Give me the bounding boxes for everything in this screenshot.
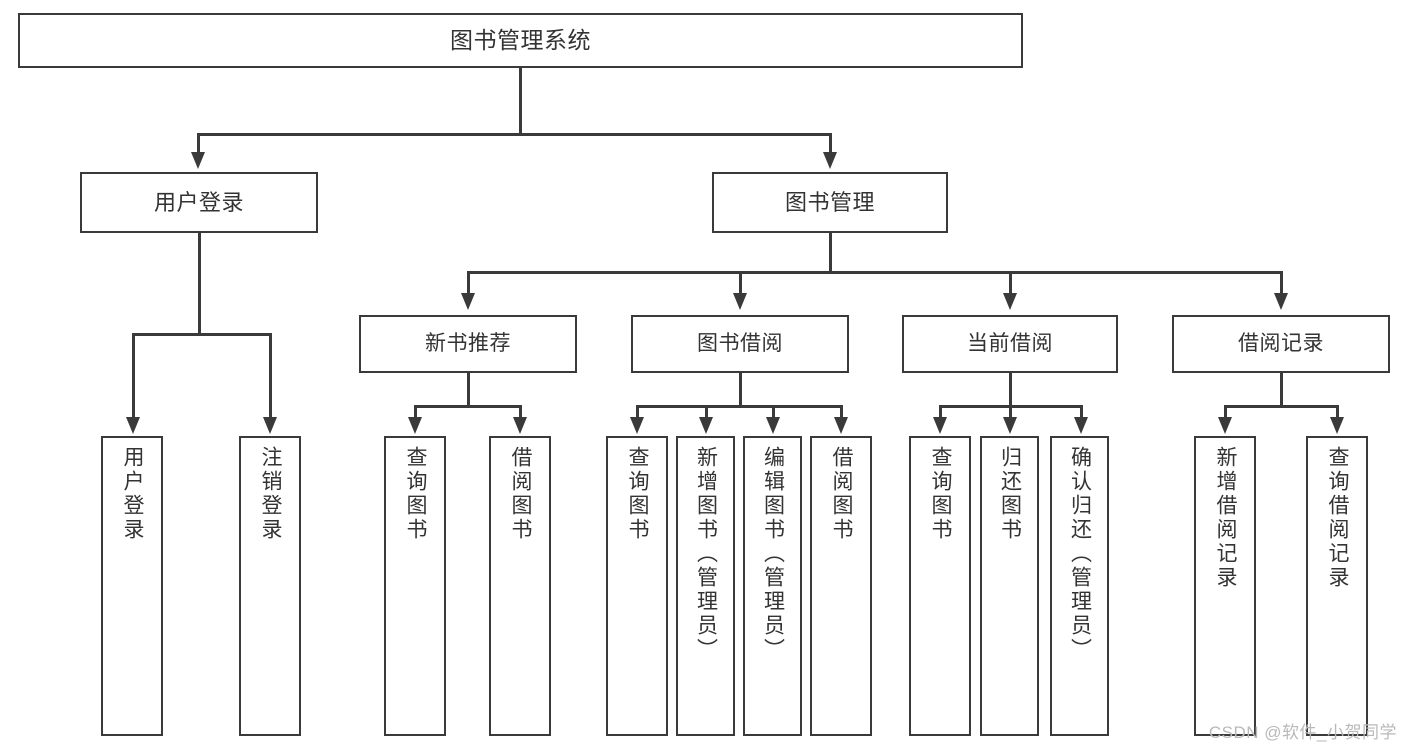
- arrow-to-user-login: [191, 152, 205, 169]
- node-book-borrow[interactable]: 图书借阅: [631, 315, 849, 373]
- node-label: 借阅图书: [830, 446, 854, 542]
- leaf-current-borrow-1[interactable]: 查询图书: [909, 436, 971, 736]
- arrow-to-borrow-record: [1274, 293, 1288, 310]
- arrow-to-book-borrow: [733, 293, 747, 310]
- arrow-user-login-leaf-2: [263, 417, 277, 434]
- node-label: 确认归还（管理员）: [1068, 446, 1092, 662]
- arrow-bb-leaf-4: [834, 417, 848, 434]
- leaf-book-borrow-4[interactable]: 借阅图书: [810, 436, 872, 736]
- connector-current-borrow-stem: [1009, 373, 1012, 407]
- connector-bb-drop-3: [772, 405, 775, 419]
- node-borrow-record[interactable]: 借阅记录: [1172, 315, 1390, 373]
- node-user-login[interactable]: 用户登录: [80, 172, 318, 233]
- node-label: 图书管理系统: [450, 26, 591, 53]
- connector-user-login-right-drop: [269, 333, 272, 419]
- connector-to-book-management: [829, 133, 832, 155]
- node-label: 用户登录: [121, 446, 145, 542]
- leaf-book-borrow-3[interactable]: 编辑图书（管理员）: [743, 436, 802, 736]
- node-label: 新书推荐: [425, 331, 511, 355]
- connector-to-new-book-recommend: [467, 271, 470, 295]
- node-label: 借阅图书: [509, 446, 533, 542]
- connector-user-login-split-bar: [133, 333, 271, 336]
- arrow-user-login-leaf-1: [126, 417, 140, 434]
- leaf-new-book-recommend-1[interactable]: 查询图书: [384, 436, 446, 736]
- connector-new-book-recommend-split-bar: [415, 405, 521, 408]
- connector-to-user-login: [197, 133, 200, 155]
- arrow-to-book-management: [823, 152, 837, 169]
- leaf-book-borrow-1[interactable]: 查询图书: [606, 436, 668, 736]
- connector-borrow-record-split-bar: [1225, 405, 1337, 408]
- connector-new-book-recommend-stem: [467, 373, 470, 407]
- connector-to-borrow-record: [1280, 271, 1283, 295]
- arrow-to-new-book-recommend: [461, 293, 475, 310]
- leaf-current-borrow-2[interactable]: 归还图书: [980, 436, 1039, 736]
- node-label: 借阅记录: [1238, 331, 1324, 355]
- arrow-bb-leaf-2: [699, 417, 713, 434]
- leaf-user-login-1[interactable]: 用户登录: [101, 436, 163, 736]
- arrow-to-current-borrow: [1003, 293, 1017, 310]
- arrow-br-leaf-2: [1330, 417, 1344, 434]
- node-book-management[interactable]: 图书管理: [712, 172, 948, 233]
- connector-cb-drop-2: [1009, 405, 1012, 419]
- connector-br-drop-1: [1224, 405, 1227, 419]
- connector-cb-drop-1: [939, 405, 942, 419]
- connector-book-borrow-stem: [739, 373, 742, 407]
- node-label: 查询图书: [626, 446, 650, 542]
- leaf-user-login-2[interactable]: 注销登录: [239, 436, 301, 736]
- connector-to-book-borrow: [739, 271, 742, 295]
- csdn-watermark: CSDN @软件_小贺同学: [1208, 723, 1397, 742]
- node-label: 查询图书: [404, 446, 428, 542]
- connector-book-management-stem: [829, 233, 832, 273]
- node-label: 用户登录: [153, 189, 244, 215]
- leaf-borrow-record-1[interactable]: 新增借阅记录: [1194, 436, 1256, 736]
- connector-borrow-record-stem: [1280, 373, 1283, 407]
- connector-root-stem: [519, 68, 522, 135]
- arrow-nbr-leaf-1: [408, 417, 422, 434]
- node-label: 新增借阅记录: [1214, 446, 1238, 590]
- connector-nbr-drop-1: [414, 405, 417, 419]
- leaf-borrow-record-2[interactable]: 查询借阅记录: [1306, 436, 1368, 736]
- leaf-new-book-recommend-2[interactable]: 借阅图书: [489, 436, 551, 736]
- node-new-book-recommend[interactable]: 新书推荐: [359, 315, 577, 373]
- connector-bb-drop-1: [636, 405, 639, 419]
- node-label: 查询借阅记录: [1326, 446, 1350, 590]
- node-label: 归还图书: [998, 446, 1022, 542]
- node-root-book-management-system[interactable]: 图书管理系统: [18, 13, 1023, 68]
- node-label: 图书管理: [784, 189, 875, 215]
- arrow-br-leaf-1: [1218, 417, 1232, 434]
- arrow-cb-leaf-3: [1074, 417, 1088, 434]
- node-current-borrow[interactable]: 当前借阅: [902, 315, 1118, 373]
- arrow-cb-leaf-2: [1003, 417, 1017, 434]
- node-label: 编辑图书（管理员）: [761, 446, 785, 662]
- node-label: 图书借阅: [697, 331, 783, 355]
- connector-nbr-drop-2: [519, 405, 522, 419]
- connector-book-borrow-split-bar: [637, 405, 842, 408]
- node-label: 当前借阅: [967, 331, 1053, 355]
- leaf-book-borrow-2[interactable]: 新增图书（管理员）: [676, 436, 735, 736]
- connector-root-split-bar: [198, 133, 832, 136]
- connector-to-current-borrow: [1009, 271, 1012, 295]
- connector-level2-split-bar: [468, 271, 1282, 274]
- arrow-bb-leaf-1: [630, 417, 644, 434]
- node-label: 新增图书（管理员）: [694, 446, 718, 662]
- connector-bb-drop-4: [840, 405, 843, 419]
- connector-bb-drop-2: [705, 405, 708, 419]
- arrow-bb-leaf-3: [766, 417, 780, 434]
- leaf-current-borrow-3[interactable]: 确认归还（管理员）: [1050, 436, 1109, 736]
- arrow-cb-leaf-1: [933, 417, 947, 434]
- connector-user-login-left-drop: [132, 333, 135, 419]
- connector-br-drop-2: [1336, 405, 1339, 419]
- arrow-nbr-leaf-2: [513, 417, 527, 434]
- node-label: 查询图书: [929, 446, 953, 542]
- connector-user-login-stem: [198, 233, 201, 335]
- connector-cb-drop-3: [1080, 405, 1083, 419]
- node-label: 注销登录: [259, 446, 283, 542]
